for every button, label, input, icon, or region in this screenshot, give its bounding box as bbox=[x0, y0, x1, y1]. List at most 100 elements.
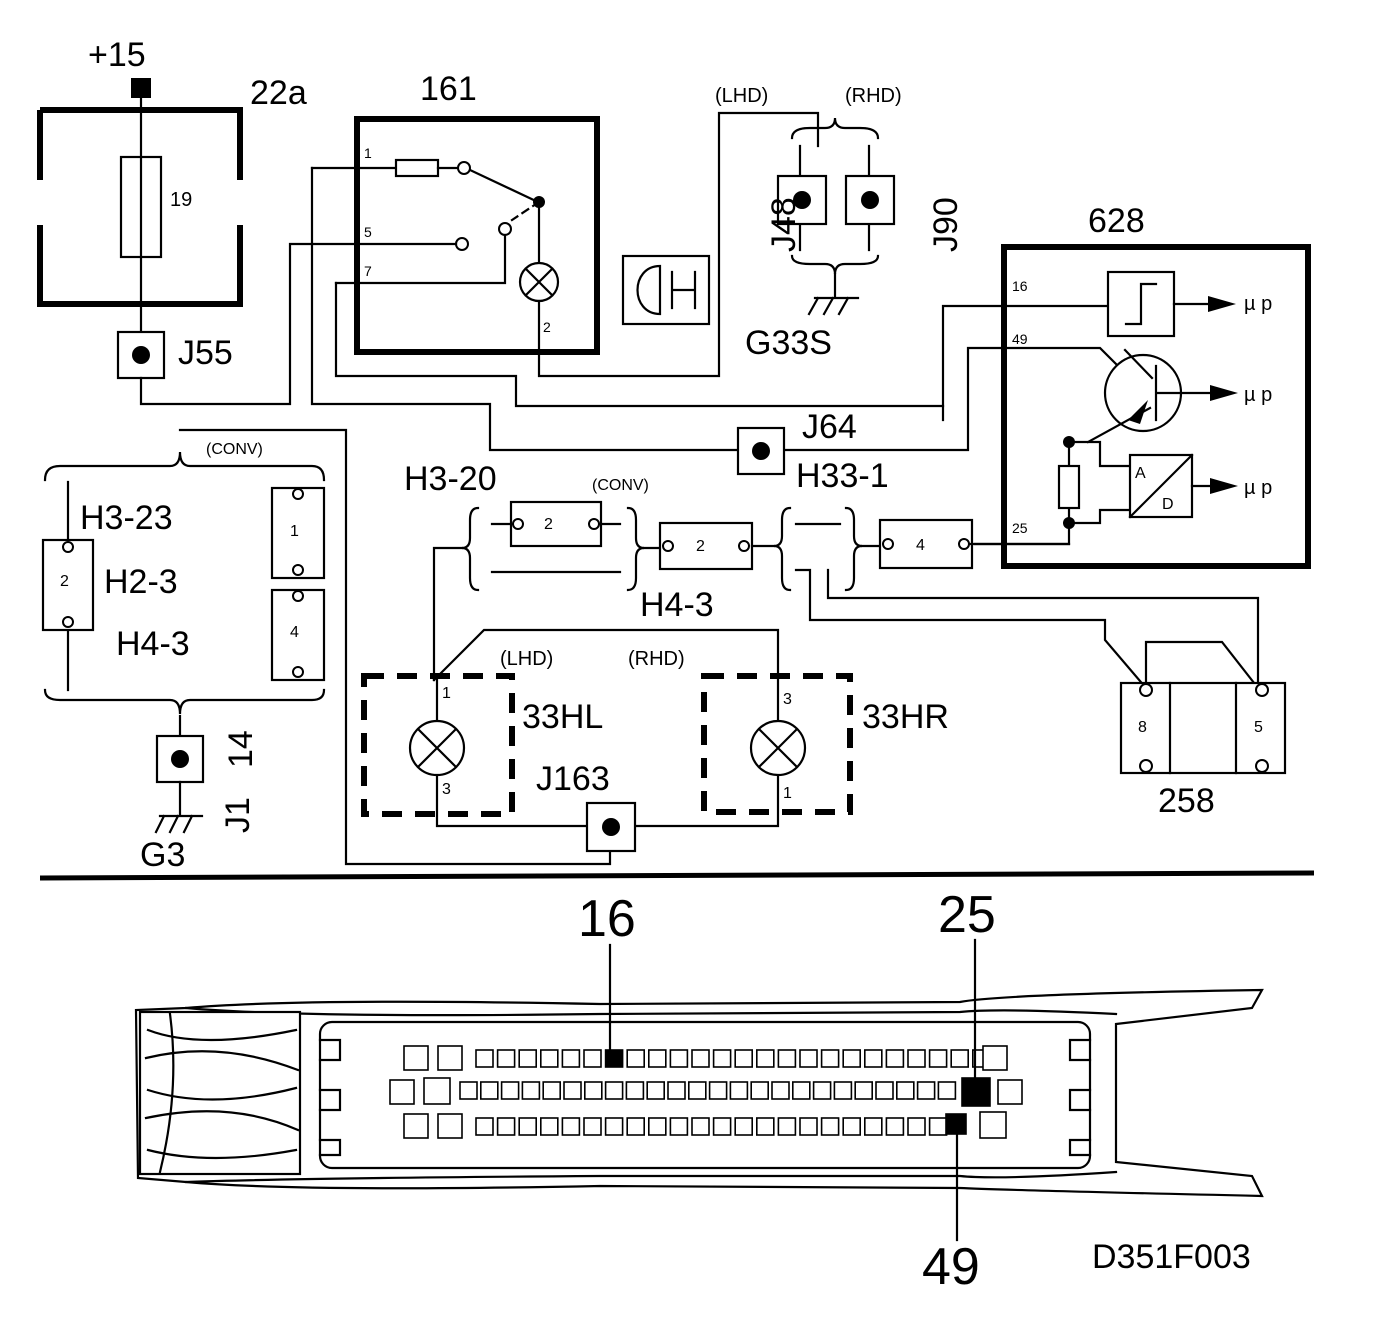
ecu-pin-16: 16 bbox=[1012, 278, 1028, 294]
connector-cavity bbox=[539, 1117, 559, 1136]
connector-h3-20-label: H3-20 bbox=[404, 460, 497, 498]
connector-cavity bbox=[997, 1079, 1023, 1105]
connector-cavity bbox=[496, 1117, 516, 1136]
connector-j1-number: 14 bbox=[222, 730, 260, 768]
connector-cavity bbox=[646, 1081, 666, 1100]
connector-cavity bbox=[475, 1117, 494, 1136]
callout-49: 49 bbox=[922, 1238, 980, 1296]
connector-cavity bbox=[916, 1081, 936, 1100]
connector-cavity bbox=[687, 1081, 707, 1100]
connector-cavity bbox=[755, 1117, 775, 1136]
supply-terminal bbox=[131, 78, 151, 98]
ecu-pin-25: 25 bbox=[1012, 520, 1028, 536]
connector-cavity bbox=[604, 1117, 624, 1136]
h4-3-pin: 2 bbox=[696, 538, 705, 555]
connector-cavity bbox=[777, 1117, 797, 1136]
connector-cavity bbox=[842, 1117, 862, 1136]
callout-16: 16 bbox=[578, 890, 636, 948]
connector-h2-3-label: H2-3 bbox=[104, 563, 178, 601]
connector-cavity bbox=[982, 1045, 1008, 1071]
connector-cavity bbox=[563, 1081, 582, 1100]
ad-converter-d: D bbox=[1162, 496, 1174, 513]
connector-cavity bbox=[669, 1049, 689, 1068]
connector-cavity bbox=[583, 1049, 602, 1068]
connector-cavity bbox=[403, 1113, 429, 1139]
connector-cavity bbox=[708, 1081, 728, 1100]
connector-cavity bbox=[755, 1049, 775, 1068]
supply-label: +15 bbox=[88, 36, 146, 74]
connector-cavity bbox=[626, 1117, 646, 1136]
connector-cavity bbox=[863, 1117, 883, 1136]
connector-cavity bbox=[561, 1117, 581, 1136]
connector-cavity bbox=[712, 1049, 732, 1068]
lhd-label-lamp: (LHD) bbox=[500, 648, 553, 670]
connector-cavity bbox=[833, 1081, 853, 1100]
connector-cavity bbox=[437, 1113, 463, 1139]
connector-258-pin-5: 5 bbox=[1254, 719, 1263, 736]
connector-cavity bbox=[875, 1081, 894, 1100]
conv-label-left: (CONV) bbox=[206, 441, 263, 458]
connector-h33-1-label: H33-1 bbox=[796, 457, 889, 495]
connector-cavity bbox=[712, 1117, 732, 1136]
connector-cavity bbox=[691, 1049, 710, 1068]
connector-j163-label: J163 bbox=[536, 760, 610, 798]
ecu-label: 628 bbox=[1088, 202, 1145, 240]
lhd-label-top: (LHD) bbox=[715, 85, 768, 107]
connector-j1-label: J1 bbox=[219, 797, 257, 833]
relay-161 bbox=[354, 116, 600, 355]
connector-258 bbox=[1119, 681, 1287, 775]
ground-g33s-label: G33S bbox=[745, 324, 832, 362]
connector-cavity bbox=[937, 1081, 957, 1100]
rhd-label-lamp: (RHD) bbox=[628, 648, 685, 670]
h2-3-pin: 2 bbox=[60, 573, 69, 590]
ecu-output-3: µ p bbox=[1244, 477, 1272, 499]
rhd-label-top: (RHD) bbox=[845, 85, 902, 107]
connector-cavity bbox=[928, 1049, 948, 1068]
connector-cavity bbox=[583, 1081, 603, 1100]
connector-cavity bbox=[625, 1081, 645, 1100]
relay-pin-2: 2 bbox=[543, 319, 551, 335]
connector-cavity bbox=[496, 1049, 516, 1068]
connector-cavity bbox=[475, 1049, 494, 1068]
connector-cavity bbox=[669, 1117, 689, 1136]
connector-cavity bbox=[734, 1049, 754, 1068]
connector-cavity bbox=[734, 1117, 754, 1136]
connector-cavity bbox=[647, 1117, 667, 1136]
ecu-output-1: µ p bbox=[1244, 293, 1272, 315]
connector-j55-label: J55 bbox=[178, 334, 233, 372]
ad-converter-a: A bbox=[1135, 465, 1146, 482]
connector-cavity bbox=[812, 1081, 832, 1100]
connector-cavity bbox=[799, 1049, 818, 1068]
lamp-33hl bbox=[361, 673, 515, 817]
connector-cavity bbox=[518, 1117, 538, 1136]
connector-cavity bbox=[791, 1081, 811, 1100]
connector-h2-3 bbox=[41, 538, 95, 632]
connector-cavity bbox=[729, 1081, 749, 1100]
connector-cavity bbox=[863, 1049, 883, 1068]
lamp-33hr-label: 33HR bbox=[862, 698, 949, 736]
relay-label: 161 bbox=[420, 70, 477, 108]
lamp-33hr-pin-1: 1 bbox=[783, 785, 792, 802]
connector-258-label: 258 bbox=[1158, 782, 1215, 820]
connector-cavity bbox=[667, 1081, 686, 1100]
connector-j64-label: J64 bbox=[802, 408, 857, 446]
section-divider bbox=[39, 870, 1315, 881]
connector-cavity bbox=[777, 1049, 797, 1068]
ecu-628 bbox=[1001, 244, 1311, 569]
relay-pin-7: 7 bbox=[364, 263, 372, 279]
connector-cavity bbox=[820, 1117, 840, 1136]
connector-cavity bbox=[854, 1081, 874, 1100]
connector-j90-label: J90 bbox=[927, 197, 965, 252]
ecu-pin-49: 49 bbox=[1012, 331, 1028, 347]
fuse-label: 19 bbox=[170, 189, 192, 211]
connector-j48 bbox=[776, 174, 828, 226]
connector-j64 bbox=[736, 426, 786, 476]
connector-cavity bbox=[842, 1049, 862, 1068]
relay-pin-1: 1 bbox=[364, 145, 372, 161]
connector-cavity bbox=[459, 1081, 478, 1100]
connector-cavity bbox=[979, 1111, 1007, 1139]
connector-h4-3-left-label: H4-3 bbox=[116, 625, 190, 663]
callout-25: 25 bbox=[938, 886, 996, 944]
connector-cavity bbox=[691, 1117, 710, 1136]
